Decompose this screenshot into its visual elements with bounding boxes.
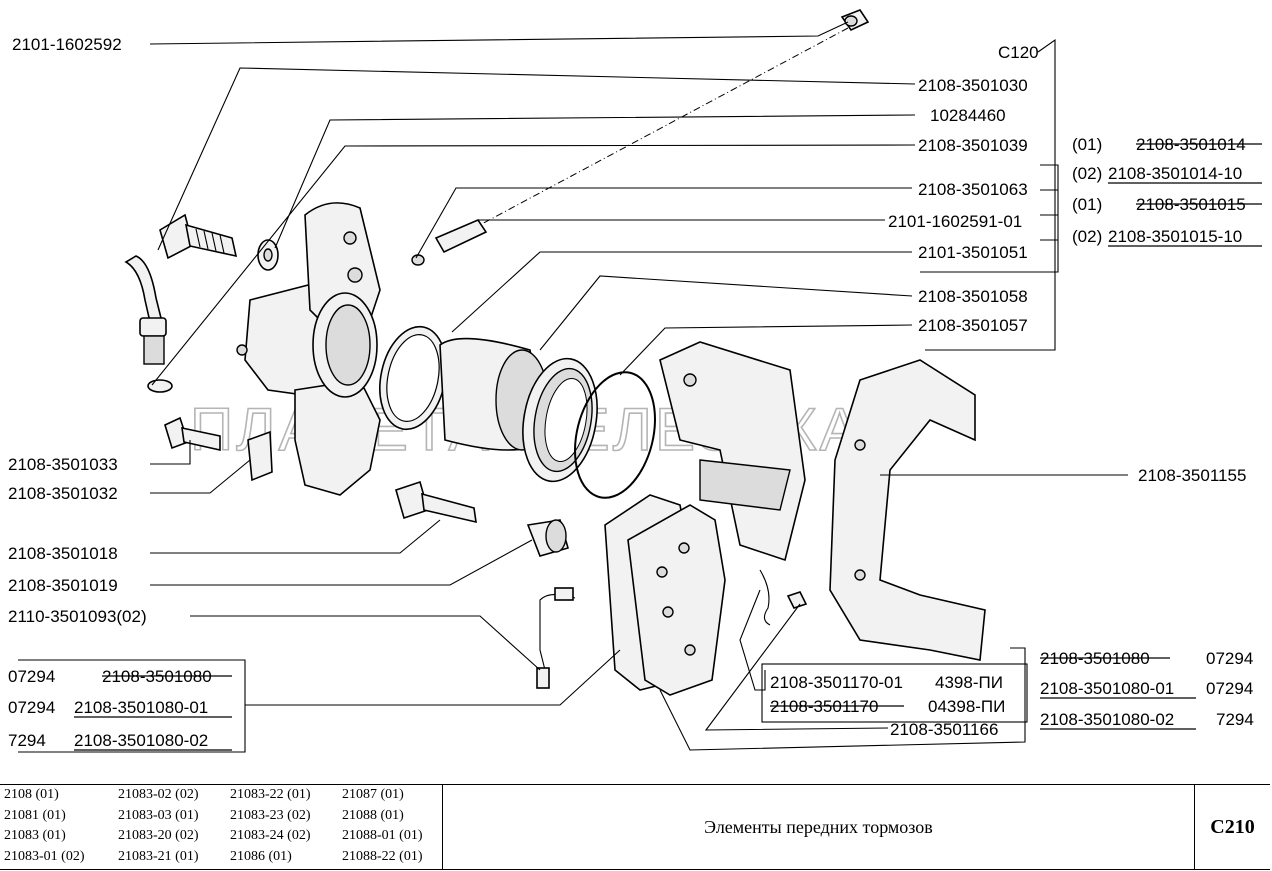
- guide-boot-part: [526, 519, 569, 557]
- rb-variant-2: 7294: [1216, 710, 1254, 729]
- diagram-title: Элементы передних тормозов: [443, 785, 1195, 869]
- label-c120: С120: [998, 43, 1039, 62]
- model-item: 21083-20 (02): [118, 828, 199, 843]
- wear-sensor-part: [536, 587, 576, 689]
- lb-code-1: 2108-3501080-01: [74, 698, 208, 717]
- mb-code-0: 2108-3501170-01: [770, 673, 903, 692]
- model-item: 21083-01 (02): [4, 848, 85, 864]
- guide-pin-part: [395, 480, 477, 524]
- spring-clip-part: [759, 569, 771, 626]
- model-item: 21083-24 (02): [230, 828, 311, 843]
- model-item: 21088 (01): [342, 807, 404, 823]
- rt-variant-2: (01): [1072, 195, 1102, 214]
- guide-bolt-part: [159, 213, 238, 260]
- model-item: 21087 (01): [342, 787, 404, 802]
- label-10284460: 10284460: [930, 106, 1006, 125]
- mb-variant-0: 4398-ПИ: [935, 673, 1003, 692]
- model-item: 21083-21 (01): [118, 848, 199, 864]
- caliper-body-part: [236, 202, 381, 496]
- model-item: 21083-03 (01): [118, 807, 199, 823]
- lb-variant-2: 7294: [8, 731, 46, 750]
- label-2101-3501051: 2101-3501051: [918, 243, 1028, 262]
- label-2108-3501019: 2108-3501019: [8, 576, 118, 595]
- model-item: 21081 (01): [4, 807, 66, 823]
- model-item: 21086 (01): [230, 848, 292, 864]
- model-item: 2108 (01): [4, 787, 59, 802]
- model-item: 21083 (01): [4, 828, 66, 843]
- brake-pads-part: [604, 494, 726, 696]
- title-block: 2108 (01) 21083-02 (02) 21083-22 (01) 21087…: [0, 784, 1270, 870]
- lb-variant-0: 07294: [8, 667, 55, 686]
- model-item: 21083-22 (01): [230, 787, 311, 802]
- rt-variant-0: (01): [1072, 135, 1102, 154]
- rb-code-2: 2108-3501080-02: [1040, 710, 1174, 729]
- model-item: 21088-22 (01): [342, 848, 423, 864]
- model-list: 2108 (01) 21083-02 (02) 21083-22 (01) 21087…: [0, 785, 443, 869]
- bleeder-screw-part: [411, 219, 488, 266]
- label-2108-3501032: 2108-3501032: [8, 484, 118, 503]
- rb-variant-0: 07294: [1206, 649, 1253, 668]
- rt-code-3: 2108-3501015-10: [1108, 227, 1242, 246]
- lb-code-2: 2108-3501080-02: [74, 731, 208, 750]
- caliper-bracket-part: [659, 341, 806, 562]
- label-2110-3501093: 2110-3501093(02): [8, 607, 147, 626]
- diagram-code: С210: [1210, 815, 1255, 838]
- label-2108-3501033: 2108-3501033: [8, 455, 118, 474]
- knuckle-bracket-part: [829, 359, 986, 661]
- rb-variant-1: 07294: [1206, 679, 1253, 698]
- rb-code-1: 2108-3501080-01: [1040, 679, 1174, 698]
- model-item: 21083-02 (02): [118, 787, 199, 802]
- brake-hose-part: [124, 255, 173, 393]
- model-item: 21083-23 (02): [230, 807, 311, 823]
- label-2108-3501155: 2108-3501155: [1138, 466, 1246, 485]
- label-2108-3501058: 2108-3501058: [918, 287, 1028, 306]
- lock-plate-part: [247, 430, 273, 482]
- rt-variant-3: (02): [1072, 227, 1102, 246]
- caliper-bolt-part: [164, 416, 221, 451]
- rt-variant-1: (02): [1072, 164, 1102, 183]
- label-2108-3501039: 2108-3501039: [918, 136, 1028, 155]
- mb-variant-1: 04398-ПИ: [928, 697, 1005, 716]
- label-2108-3501018: 2108-3501018: [8, 544, 118, 563]
- label-2108-3501063: 2108-3501063: [918, 180, 1028, 199]
- label-2108-3501057: 2108-3501057: [918, 316, 1028, 335]
- rt-code-1: 2108-3501014-10: [1108, 164, 1242, 183]
- label-2101-1602591-01: 2101-1602591-01: [888, 212, 1022, 231]
- model-item: 21088-01 (01): [342, 828, 423, 843]
- lb-variant-1: 07294: [8, 698, 55, 717]
- retaining-ring-part: [574, 371, 656, 499]
- label-2101-1602592: 2101-1602592: [12, 35, 122, 54]
- bleed-cap-part: [840, 9, 870, 32]
- leader-lines: [18, 21, 1128, 753]
- dust-boot-part: [522, 357, 598, 483]
- label-2108-3501030: 2108-3501030: [918, 76, 1028, 95]
- label-2108-3501166: 2108-3501166: [890, 720, 998, 739]
